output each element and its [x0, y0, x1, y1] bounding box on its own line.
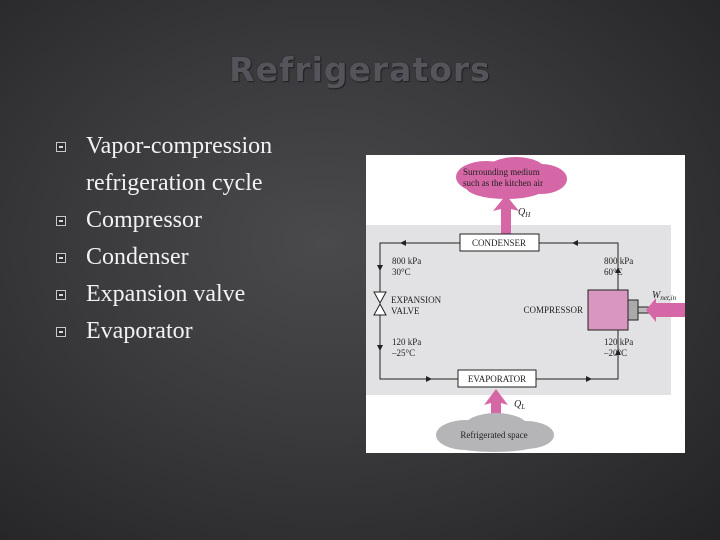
boxed-bullet-icon	[56, 142, 66, 152]
bullet-item: Condenser	[50, 239, 350, 276]
bullet-item: Vapor-compression refrigeration cycle	[50, 128, 350, 202]
bullet-text: Compressor	[86, 207, 202, 233]
boxed-bullet-icon	[56, 253, 66, 263]
state-top-left-pressure: 800 kPa	[392, 256, 421, 266]
compressor-label: COMPRESSOR	[523, 305, 583, 315]
expansion-label-line2: VALVE	[391, 306, 420, 316]
q-high-label: QH	[518, 207, 531, 219]
state-bottom-left-temperature: –25°C	[391, 348, 415, 358]
bullet-item: Expansion valve	[50, 276, 350, 313]
work-label: Wnet,in	[652, 290, 677, 302]
diagram-svg: Surrounding medium such as the kitchen a…	[366, 157, 685, 452]
state-top-right-temperature: 60°C	[604, 267, 623, 277]
boxed-bullet-icon	[56, 327, 66, 337]
condenser-box	[459, 233, 540, 252]
boxed-bullet-icon	[56, 290, 66, 300]
state-bottom-right-temperature: –20°C	[603, 348, 627, 358]
surroundings-label-line1: Surrounding medium	[463, 167, 540, 177]
state-top-left-temperature: 30°C	[392, 267, 411, 277]
refrigeration-cycle-diagram: Surrounding medium such as the kitchen a…	[366, 155, 685, 453]
bullet-item: Evaporator	[50, 313, 350, 350]
state-bottom-right-pressure: 120 kPa	[604, 337, 633, 347]
refrigerated-space-label: Refrigerated space	[460, 430, 527, 440]
heat-in-arrow	[484, 389, 508, 420]
compressor-icon	[587, 289, 651, 331]
q-low-label: QL	[514, 399, 525, 411]
bullet-text: Vapor-compression	[86, 133, 273, 159]
bullet-text: Condenser	[86, 244, 189, 270]
refrigerated-space-cloud	[436, 413, 554, 452]
surroundings-cloud	[456, 157, 567, 199]
expansion-label-line1: EXPANSION	[391, 295, 442, 305]
evaporator-box	[457, 369, 537, 388]
heat-out-arrow	[493, 195, 519, 235]
state-bottom-left-pressure: 120 kPa	[392, 337, 421, 347]
bullet-text: Expansion valve	[86, 281, 246, 307]
expansion-valve-icon	[373, 291, 387, 316]
bullet-item: Compressor	[50, 202, 350, 239]
condenser-label: CONDENSER	[472, 238, 526, 248]
evaporator-label: EVAPORATOR	[468, 374, 526, 384]
bullet-text: Evaporator	[86, 318, 193, 344]
work-in-arrow	[646, 298, 685, 322]
flow-arrows	[377, 240, 621, 382]
bullet-list: Vapor-compression refrigeration cycle Co…	[50, 128, 350, 350]
boxed-bullet-icon	[56, 216, 66, 226]
slide-title: Refrigerators	[229, 50, 491, 89]
surroundings-label-line2: such as the kitchen air	[463, 178, 543, 188]
bullet-text-continued: refrigeration cycle	[86, 170, 263, 196]
state-top-right-pressure: 800 kPa	[604, 256, 633, 266]
